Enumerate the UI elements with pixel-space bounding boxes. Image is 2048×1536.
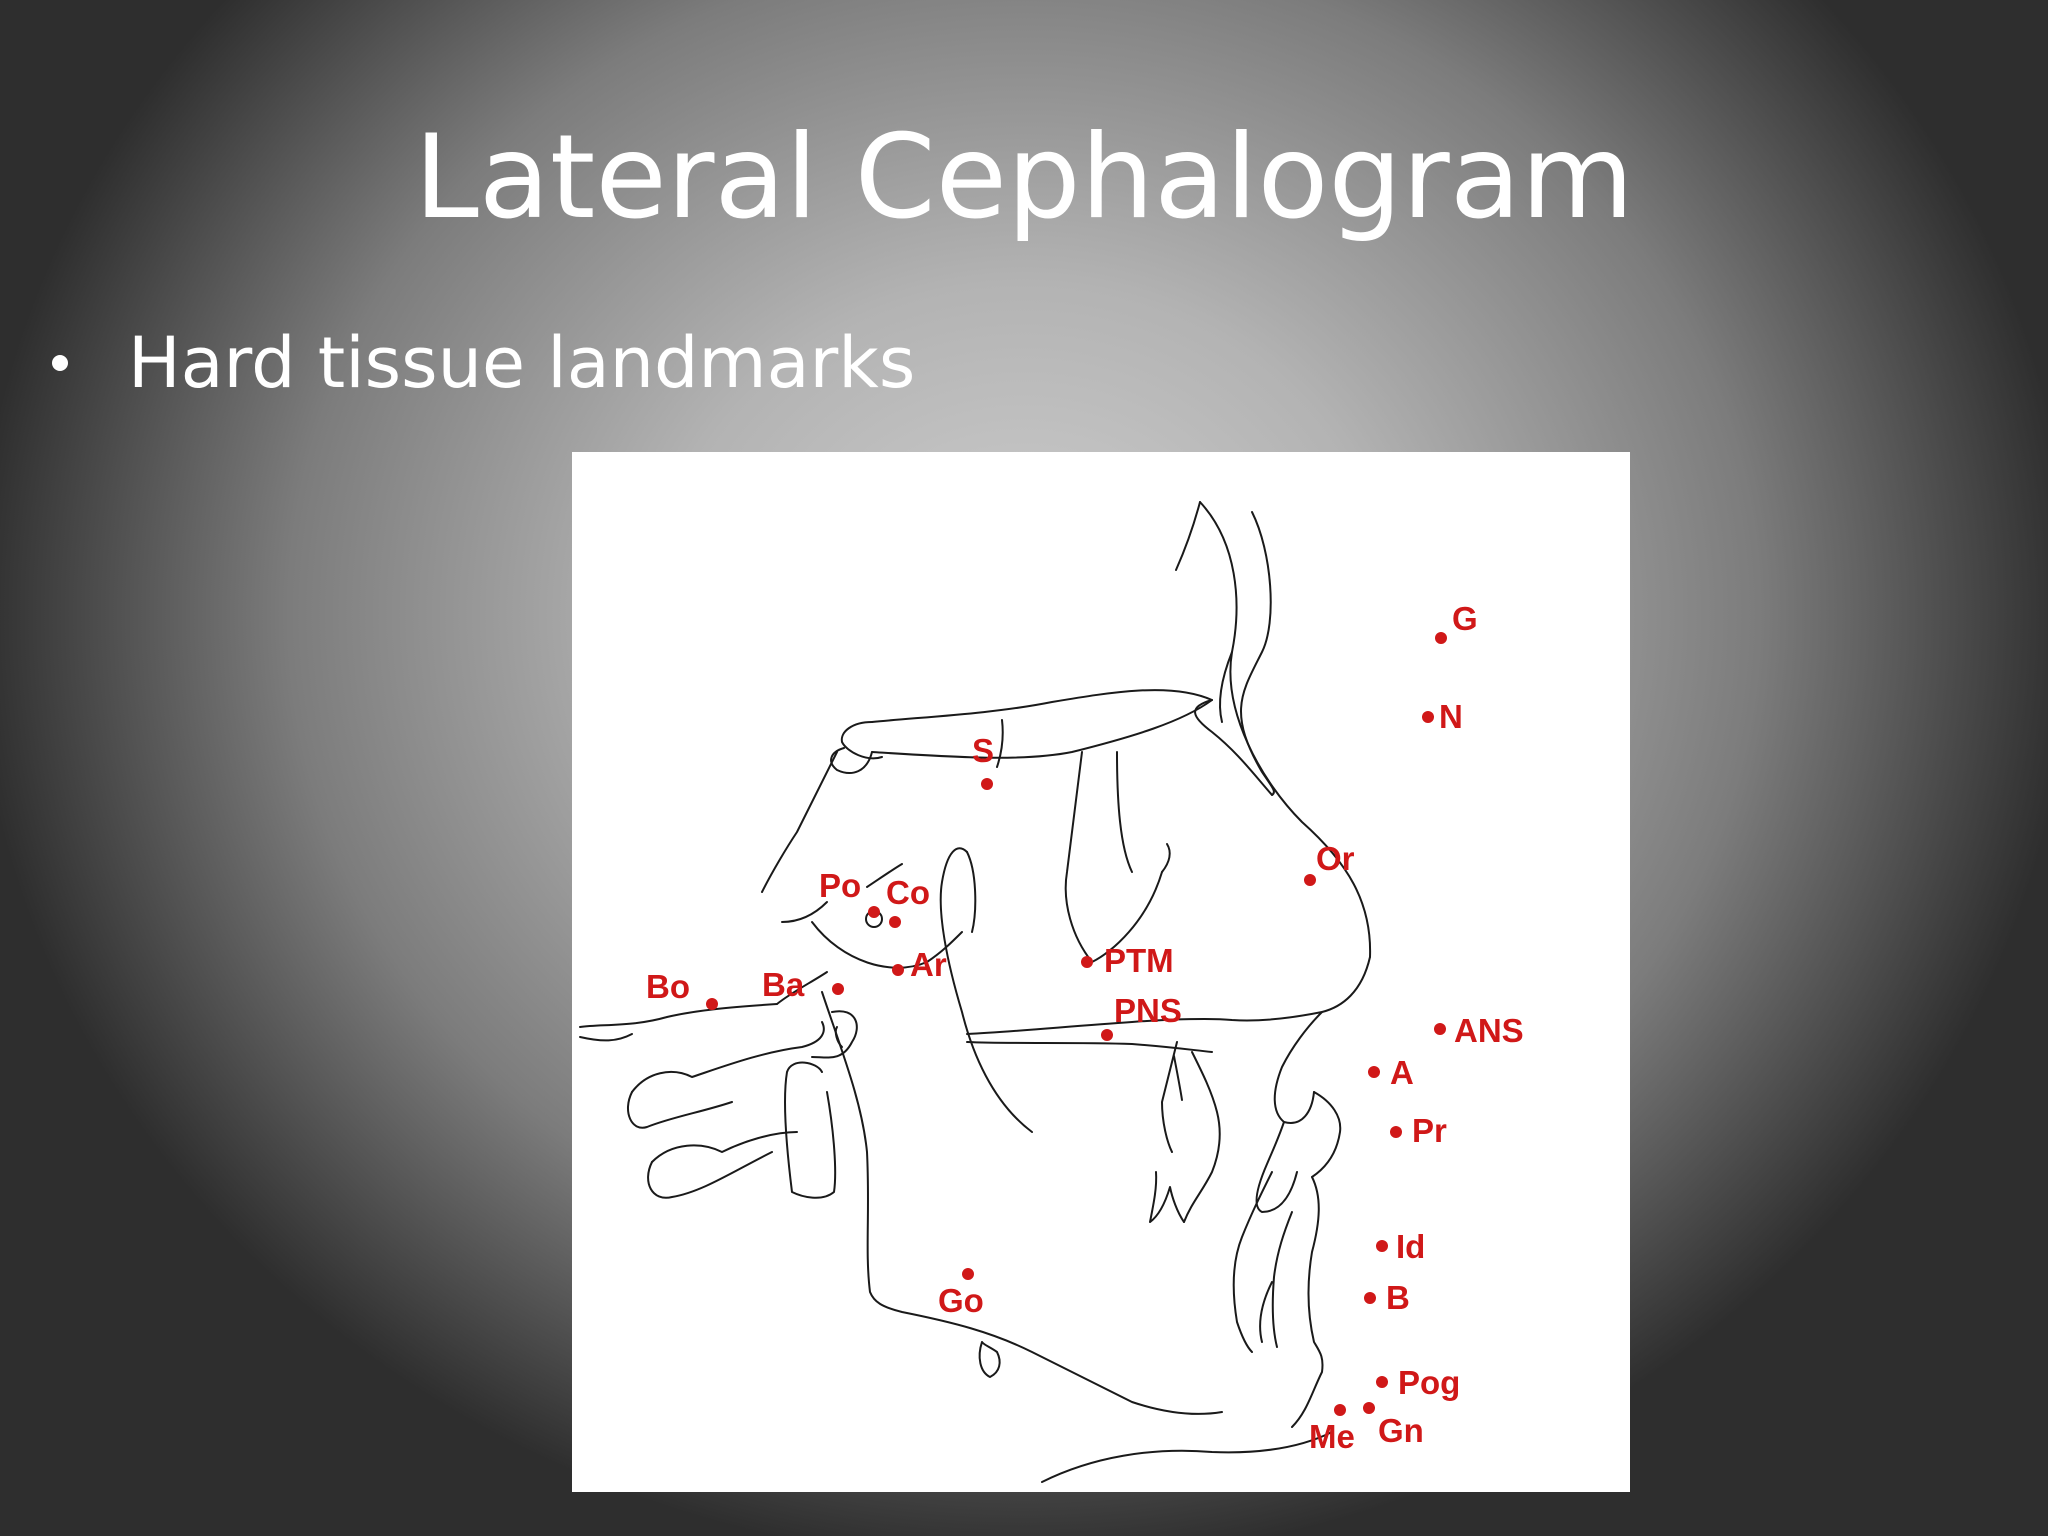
landmark-dot-po: [868, 906, 880, 918]
landmark-dot-ar: [892, 964, 904, 976]
landmark-label-ar: Ar: [910, 946, 947, 983]
landmark-dot-id: [1376, 1240, 1388, 1252]
landmark-label-ans: ANS: [1454, 1012, 1524, 1049]
landmark-dot-a: [1368, 1066, 1380, 1078]
landmark-label-bo: Bo: [646, 968, 690, 1005]
bullet-item: Hard tissue landmarks: [52, 322, 915, 404]
landmark-label-or: Or: [1316, 840, 1355, 877]
landmark-label-a: A: [1390, 1054, 1414, 1091]
landmark-label-co: Co: [886, 874, 930, 911]
landmark-dot-s: [981, 778, 993, 790]
skull-outline: [579, 501, 1372, 1483]
landmark-dot-pns: [1101, 1029, 1113, 1041]
landmark-label-me: Me: [1309, 1418, 1355, 1455]
landmark-dot-me: [1334, 1404, 1346, 1416]
landmark-dot-b: [1364, 1292, 1376, 1304]
landmark-dot-or: [1304, 874, 1316, 886]
landmark-label-g: G: [1452, 600, 1478, 637]
landmark-label-n: N: [1439, 698, 1463, 735]
cephalogram-figure: G N S Or Po Co Ar Ba Bo PTM PNS ANS: [572, 452, 1630, 1492]
landmark-label-pr: Pr: [1412, 1112, 1447, 1149]
landmark-label-ba: Ba: [762, 966, 805, 1003]
landmark-dot-ans: [1434, 1023, 1446, 1035]
landmark-label-go: Go: [938, 1282, 984, 1319]
landmark-dot-pog: [1376, 1376, 1388, 1388]
landmark-dot-g: [1435, 632, 1447, 644]
landmark-label-s: S: [972, 732, 994, 769]
bullet-text: Hard tissue landmarks: [128, 322, 916, 404]
landmark-dot-pr: [1390, 1126, 1402, 1138]
landmark-dot-gn: [1363, 1402, 1375, 1414]
landmark-label-po: Po: [819, 867, 861, 904]
landmark-label-id: Id: [1396, 1228, 1425, 1265]
landmark-points: G N S Or Po Co Ar Ba Bo PTM PNS ANS: [646, 600, 1524, 1455]
landmark-dot-ba: [832, 983, 844, 995]
landmark-label-b: B: [1386, 1279, 1410, 1316]
landmark-label-pog: Pog: [1398, 1364, 1460, 1401]
cephalogram-tracing: G N S Or Po Co Ar Ba Bo PTM PNS ANS: [579, 501, 1524, 1483]
landmark-label-gn: Gn: [1378, 1412, 1424, 1449]
landmark-dot-go: [962, 1268, 974, 1280]
landmark-dot-n: [1422, 711, 1434, 723]
landmark-dot-co: [889, 916, 901, 928]
landmark-dot-ptm: [1081, 956, 1093, 968]
landmark-label-pns: PNS: [1114, 992, 1182, 1029]
bullet-icon: [52, 355, 68, 371]
slide-title: Lateral Cephalogram: [414, 110, 1634, 245]
landmark-label-ptm: PTM: [1104, 942, 1174, 979]
landmark-dot-bo: [706, 998, 718, 1010]
